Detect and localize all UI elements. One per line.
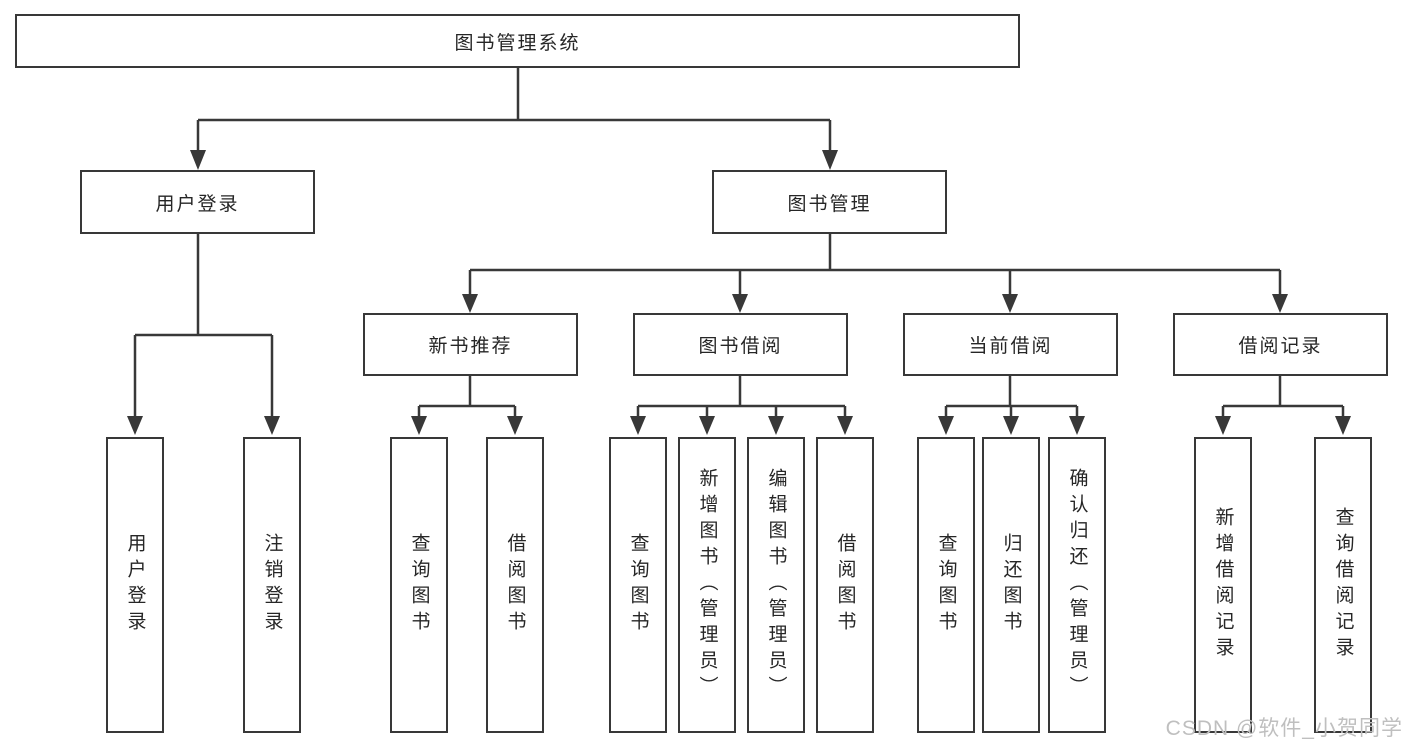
leaf-query-books-recommendation: 查询图书 bbox=[390, 437, 448, 733]
node-label: 查询图书 bbox=[935, 533, 957, 637]
node-label: 查询图书 bbox=[627, 533, 649, 637]
leaf-add-book-admin: 新增图书（管理员） bbox=[678, 437, 736, 733]
node-user-login: 用户登录 bbox=[80, 170, 315, 234]
leaf-query-borrowing-record: 查询借阅记录 bbox=[1314, 437, 1372, 733]
leaf-borrow-books-recommendation: 借阅图书 bbox=[486, 437, 544, 733]
connector-user-login-to-leaves bbox=[133, 234, 274, 423]
leaf-edit-book-admin: 编辑图书（管理员） bbox=[747, 437, 805, 733]
node-book-management: 图书管理 bbox=[712, 170, 947, 234]
leaf-query-books-current: 查询图书 bbox=[917, 437, 975, 733]
node-label: 确认归还（管理员） bbox=[1066, 468, 1088, 702]
node-label: 用户登录 bbox=[155, 193, 240, 215]
node-label: 查询借阅记录 bbox=[1332, 507, 1354, 663]
leaf-confirm-return-admin: 确认归还（管理员） bbox=[1048, 437, 1106, 733]
csdn-watermark: CSDN @软件_小贺同学 bbox=[1165, 717, 1403, 740]
connector-borrowing-records-to-leaves bbox=[1221, 376, 1345, 423]
node-library-management-system: 图书管理系统 bbox=[15, 14, 1020, 68]
node-label: 图书借阅 bbox=[698, 336, 783, 357]
node-label: 借阅图书 bbox=[834, 533, 856, 637]
node-label: 借阅图书 bbox=[504, 533, 526, 637]
leaf-query-books-borrowing: 查询图书 bbox=[609, 437, 667, 733]
leaf-add-borrowing-record: 新增借阅记录 bbox=[1194, 437, 1252, 733]
node-label: 查询图书 bbox=[408, 533, 430, 637]
connector-current-borrowing-to-leaves bbox=[944, 376, 1079, 423]
node-label: 新增图书（管理员） bbox=[696, 468, 718, 702]
node-label: 新增借阅记录 bbox=[1212, 507, 1234, 663]
connector-book-borrowing-to-leaves bbox=[636, 376, 847, 423]
leaf-return-books: 归还图书 bbox=[982, 437, 1040, 733]
node-label: 编辑图书（管理员） bbox=[765, 468, 787, 702]
leaf-user-login: 用户登录 bbox=[106, 437, 164, 733]
node-book-borrowing: 图书借阅 bbox=[633, 313, 848, 376]
node-current-borrowing: 当前借阅 bbox=[903, 313, 1118, 376]
node-label: 注销登录 bbox=[261, 533, 283, 637]
node-label: 新书推荐 bbox=[428, 336, 513, 357]
connector-book-management-to-level3 bbox=[468, 234, 1282, 301]
node-borrowing-records: 借阅记录 bbox=[1173, 313, 1388, 376]
node-label: 借阅记录 bbox=[1238, 336, 1323, 357]
node-label: 用户登录 bbox=[124, 533, 146, 637]
leaf-borrow-books: 借阅图书 bbox=[816, 437, 874, 733]
node-label: 归还图书 bbox=[1000, 533, 1022, 637]
node-label: 当前借阅 bbox=[968, 336, 1053, 357]
connector-root-to-level2 bbox=[196, 68, 832, 158]
node-new-book-recommendation: 新书推荐 bbox=[363, 313, 578, 376]
node-label: 图书管理 bbox=[787, 193, 872, 215]
leaf-logout: 注销登录 bbox=[243, 437, 301, 733]
node-label: 图书管理系统 bbox=[454, 32, 581, 54]
connector-new-book-to-leaves bbox=[417, 376, 517, 423]
